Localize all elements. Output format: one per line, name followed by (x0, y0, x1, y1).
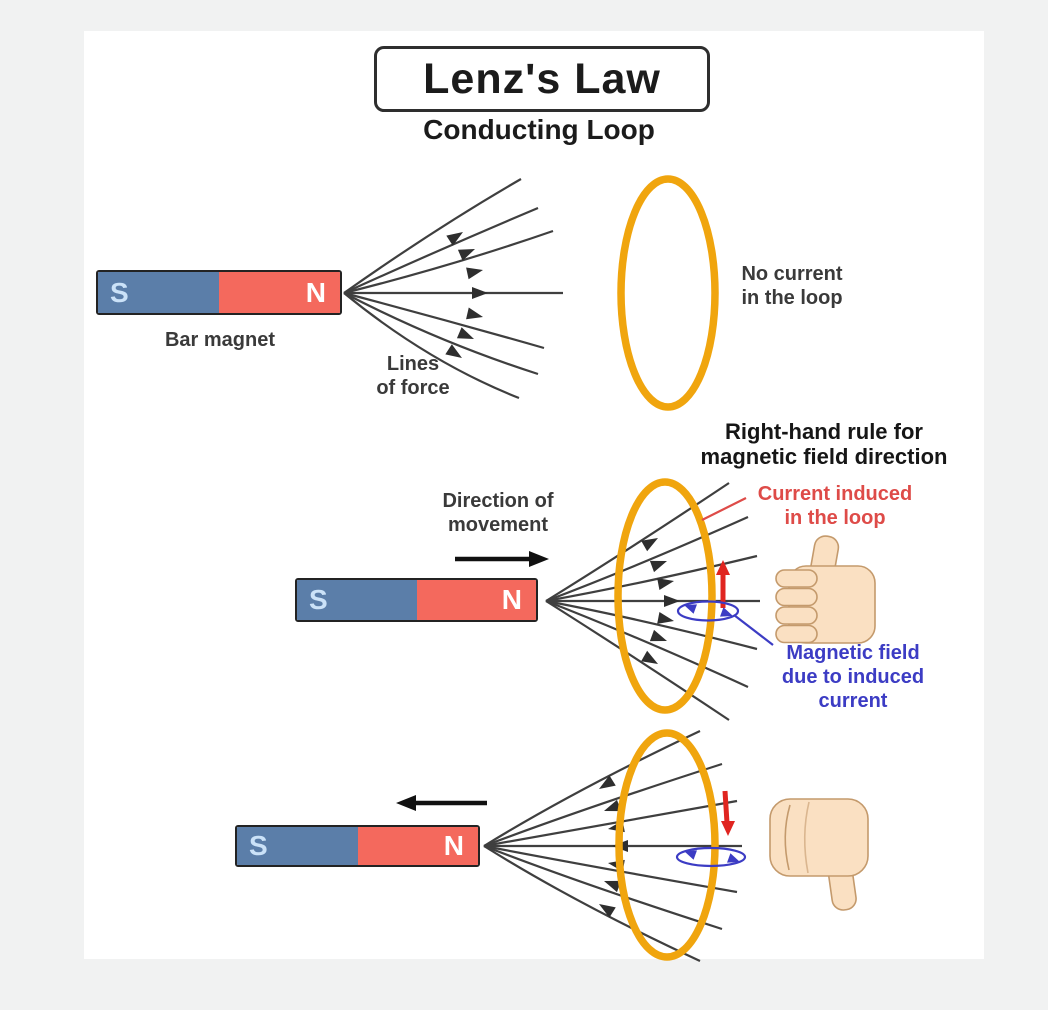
bar-magnet-middle: S N (295, 578, 538, 622)
direction-of-movement-caption: Direction of movement (442, 490, 554, 536)
bar-magnet-top: S N (96, 270, 342, 315)
induced-field-caption: Magnetic field due to induced current (781, 642, 925, 712)
bar-magnet-caption: Bar magnet (164, 329, 276, 351)
magnet-north-pole: N (416, 580, 536, 620)
current-induced-caption: Current induced in the loop (757, 483, 913, 529)
magnet-south-pole: S (98, 272, 219, 313)
bar-magnet-bottom: S N (235, 825, 480, 867)
magnet-south-pole: S (237, 827, 358, 865)
right-hand-rule-heading: Right-hand rule for magnetic field direc… (700, 419, 948, 469)
diagram-title: Lenz's Law (423, 54, 661, 103)
magnet-south-pole: S (297, 580, 417, 620)
magnet-north-pole: N (219, 272, 340, 313)
diagram-subtitle: Conducting Loop (423, 114, 655, 145)
diagram-title-box: Lenz's Law (374, 46, 710, 112)
magnet-north-pole: N (357, 827, 478, 865)
lines-of-force-caption: Lines of force (376, 353, 450, 399)
no-current-caption: No current in the loop (741, 263, 843, 309)
